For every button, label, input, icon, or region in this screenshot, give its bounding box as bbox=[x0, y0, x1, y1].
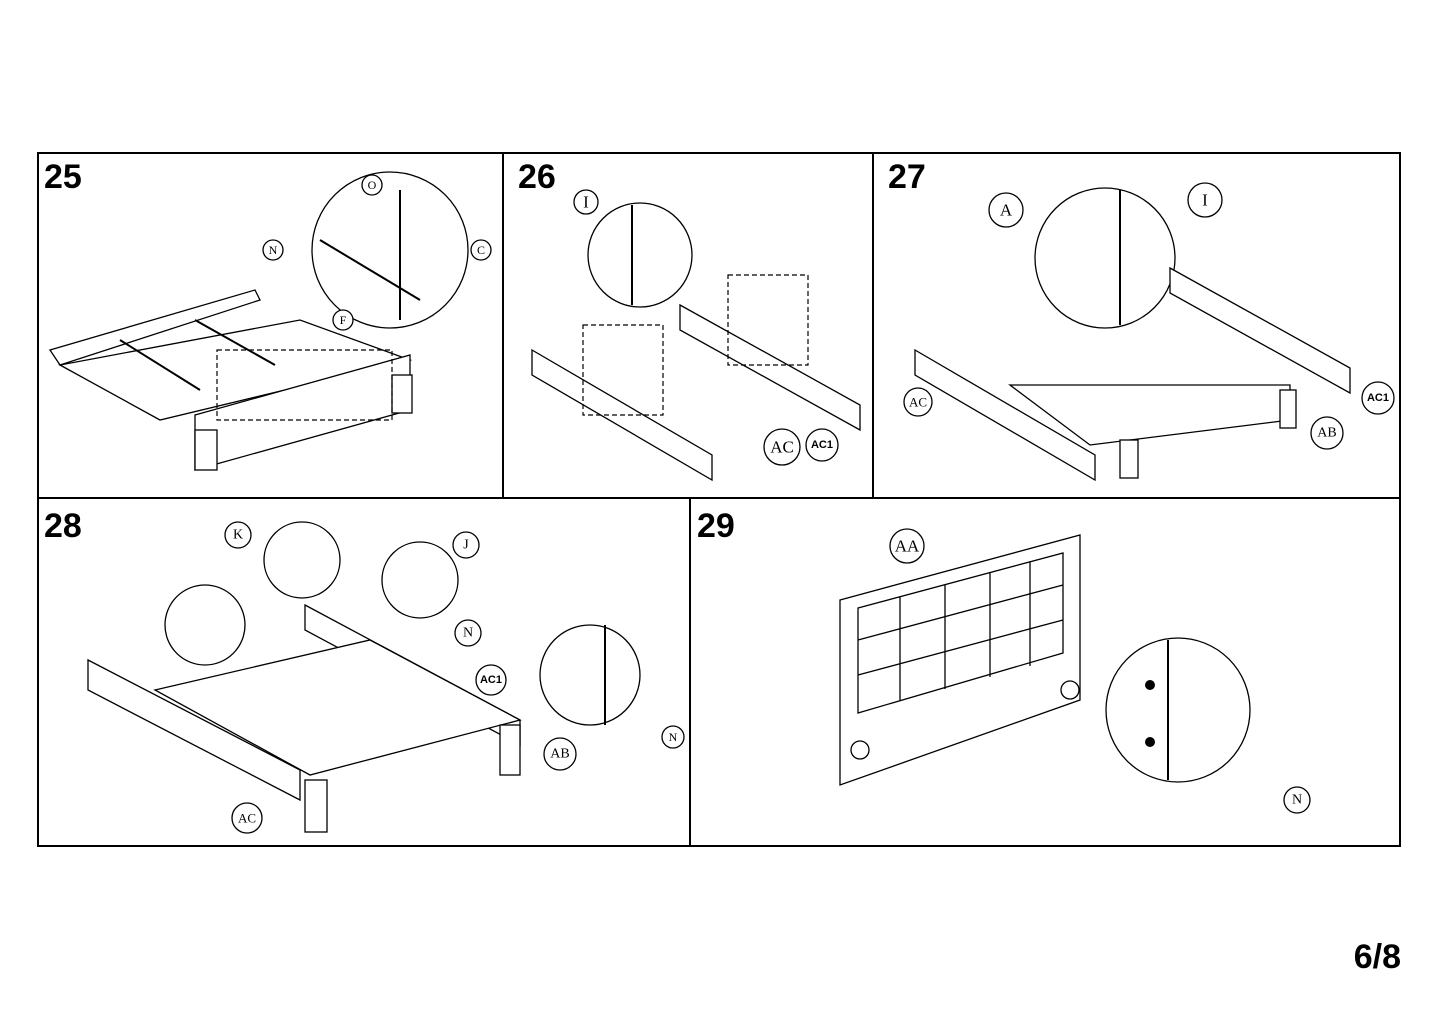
page-number: 6/8 bbox=[1353, 938, 1401, 976]
svg-text:AC1: AC1 bbox=[1367, 392, 1389, 404]
label-J: J bbox=[452, 531, 480, 559]
step-26: 26 I AC AC1 bbox=[518, 158, 861, 482]
magnified-detail bbox=[311, 171, 469, 329]
svg-text:AB: AB bbox=[550, 747, 569, 762]
step-number: 26 bbox=[518, 158, 556, 196]
svg-text:K: K bbox=[233, 528, 243, 543]
magnified-detail bbox=[1034, 187, 1176, 329]
step-29: 29 AA N bbox=[697, 507, 1311, 814]
step-27: 27 A I AC AC1 AB bbox=[888, 158, 1395, 482]
svg-text:N: N bbox=[269, 243, 278, 257]
label-F: F bbox=[332, 309, 354, 331]
label-K: K bbox=[224, 521, 252, 549]
label-I: I bbox=[1187, 182, 1223, 218]
label-A: A bbox=[988, 192, 1024, 228]
label-AC: AC bbox=[903, 387, 933, 417]
label-N-2: N bbox=[661, 725, 685, 749]
label-I: I bbox=[573, 189, 599, 215]
label-AB: AB bbox=[543, 737, 577, 771]
label-AC: AC bbox=[763, 428, 801, 466]
svg-text:I: I bbox=[1202, 191, 1208, 210]
step-number: 25 bbox=[44, 158, 82, 196]
label-AB: AB bbox=[1310, 416, 1344, 450]
svg-text:J: J bbox=[463, 538, 469, 553]
step-number: 27 bbox=[888, 158, 926, 196]
label-AC1: AC1 bbox=[1361, 381, 1395, 415]
step-25: 25 O N C F bbox=[44, 158, 492, 471]
label-AC1: AC1 bbox=[475, 664, 507, 696]
label-C: C bbox=[470, 239, 492, 261]
svg-text:AC: AC bbox=[770, 438, 794, 457]
svg-text:N: N bbox=[669, 730, 678, 744]
svg-text:AC1: AC1 bbox=[480, 674, 502, 686]
side-rail-AC1 bbox=[679, 303, 861, 432]
headboard-drawing bbox=[839, 534, 1081, 786]
magnified-detail bbox=[1105, 637, 1251, 783]
svg-text:I: I bbox=[583, 193, 589, 212]
label-N: N bbox=[1283, 786, 1311, 814]
magnified-detail bbox=[587, 202, 693, 308]
step-number: 29 bbox=[697, 507, 735, 545]
step-number: 28 bbox=[44, 507, 82, 545]
label-N: N bbox=[454, 619, 482, 647]
svg-text:AA: AA bbox=[895, 537, 920, 556]
label-AA: AA bbox=[889, 528, 925, 564]
svg-text:AC: AC bbox=[238, 811, 256, 826]
bed-frame-drawing bbox=[48, 289, 413, 471]
svg-text:O: O bbox=[368, 178, 377, 192]
svg-text:C: C bbox=[477, 243, 485, 257]
svg-text:F: F bbox=[340, 313, 347, 327]
label-AC: AC bbox=[231, 802, 263, 834]
svg-text:AC1: AC1 bbox=[811, 439, 833, 451]
svg-text:A: A bbox=[1000, 201, 1013, 220]
svg-text:AC: AC bbox=[909, 395, 927, 410]
svg-text:AB: AB bbox=[1317, 426, 1336, 441]
label-O: O bbox=[361, 174, 383, 196]
label-AC1: AC1 bbox=[805, 428, 839, 462]
svg-text:N: N bbox=[463, 626, 473, 641]
step-28: 28 K J N AC1 AB N AC bbox=[44, 507, 685, 834]
label-N: N bbox=[262, 239, 284, 261]
svg-text:N: N bbox=[1292, 793, 1302, 808]
panel-grid bbox=[37, 152, 1401, 847]
